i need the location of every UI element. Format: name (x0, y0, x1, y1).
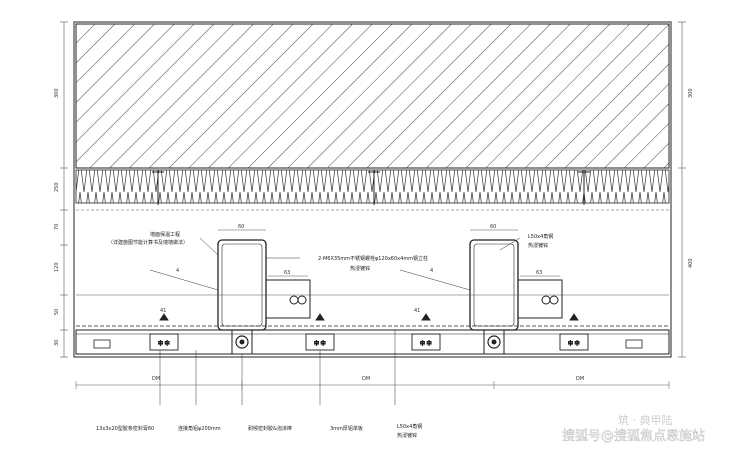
sealant-joint-right (483, 329, 505, 355)
annotation-insulation-1: 墙面保温工程 (150, 231, 180, 238)
anchor-bolt-mid (368, 170, 380, 205)
anchor-bolt-right (578, 170, 590, 205)
svg-text:中 中: 中 中 (420, 340, 432, 347)
dim-bottom-right: DM (576, 376, 584, 382)
dim-d4-right: 4 (430, 268, 433, 274)
dim-pad-right: 41 (414, 308, 420, 314)
dim-wall-top: 300 (54, 88, 60, 98)
bottom-note-3: 耐候密封胶&泡沫棒 (248, 425, 292, 432)
dim-right-total: 400 (688, 258, 694, 268)
steel-tube-right (469, 239, 519, 331)
edge-clip-left (93, 339, 111, 349)
bottom-note-5b: 热浸镀锌 (397, 432, 417, 439)
watermark-faint: 筑 · 典甲陆 (618, 413, 673, 427)
panel-clip-4: 中 中 (559, 313, 589, 351)
annotation-tube-2: 热浸镀锌 (350, 265, 370, 272)
panel-clip-1: 中 中 (149, 313, 179, 351)
dim-gap2: 120 (54, 262, 60, 272)
edge-clip-right (625, 339, 643, 349)
dim-panel: 30 (54, 340, 60, 346)
panel-clip-3: 中 中 (411, 313, 441, 351)
dim-tube-width-left: 60 (238, 224, 244, 230)
svg-text:中 中: 中 中 (314, 340, 326, 347)
dim-tube-width-right: 60 (490, 224, 496, 230)
aluminium-panel (75, 329, 670, 355)
annotation-tube: 2-M6X35mm不锈钢螺栓φ120x60x4mm钢立柱 (318, 255, 428, 262)
dim-gap3: 50 (54, 309, 60, 315)
insulation-layer (75, 169, 670, 204)
annotation-angle-right: L50x4角钢 (528, 233, 553, 240)
dim-pad-left: 41 (160, 308, 166, 314)
anchor-bolt-left (152, 170, 164, 205)
dim-d4-left: 4 (176, 268, 179, 274)
angle-bracket-left (266, 279, 311, 319)
bottom-note-1: 13x3x20型胶条密封膏60 (96, 425, 154, 432)
angle-bracket-right (518, 279, 563, 319)
dim-bracket-left: 63 (284, 270, 290, 276)
steel-tube-right-inner (473, 243, 515, 327)
bottom-note-2: 连接角铝φ200mm (178, 425, 221, 432)
left-dimension-chain (60, 21, 68, 358)
sealant-joint-left (231, 329, 253, 355)
dim-gap1: 70 (54, 224, 60, 230)
steel-tube-left (217, 239, 267, 331)
right-dimension-chain (678, 21, 686, 358)
panel-clip-2: 中 中 (305, 313, 335, 351)
dim-bottom-mid: DM (362, 376, 370, 382)
drawing-frame (73, 21, 672, 358)
svg-text:中 中: 中 中 (158, 340, 170, 347)
leader-lines (149, 237, 521, 405)
annotation-insulation-2: （详建施图节能计算书及墙墙做法） (108, 239, 188, 246)
dim-bracket-right: 63 (536, 270, 542, 276)
annotation-angle-right-2: 热浸镀锌 (528, 242, 548, 249)
steel-tube-left-inner (221, 243, 263, 327)
svg-text:中 中: 中 中 (568, 340, 580, 347)
watermark-main: 搜狐号@搜狐焦点恩施站 (562, 429, 705, 444)
bottom-dimension (75, 381, 670, 389)
bottom-note-4: 3mm厚铝单板 (330, 425, 363, 432)
dim-insulation: 250 (54, 182, 60, 192)
dim-wall-top-right: 300 (688, 88, 694, 98)
dim-bottom-left: DM (152, 376, 160, 382)
bottom-note-5: L50x4角钢 (397, 423, 422, 430)
concrete-wall (75, 23, 670, 169)
